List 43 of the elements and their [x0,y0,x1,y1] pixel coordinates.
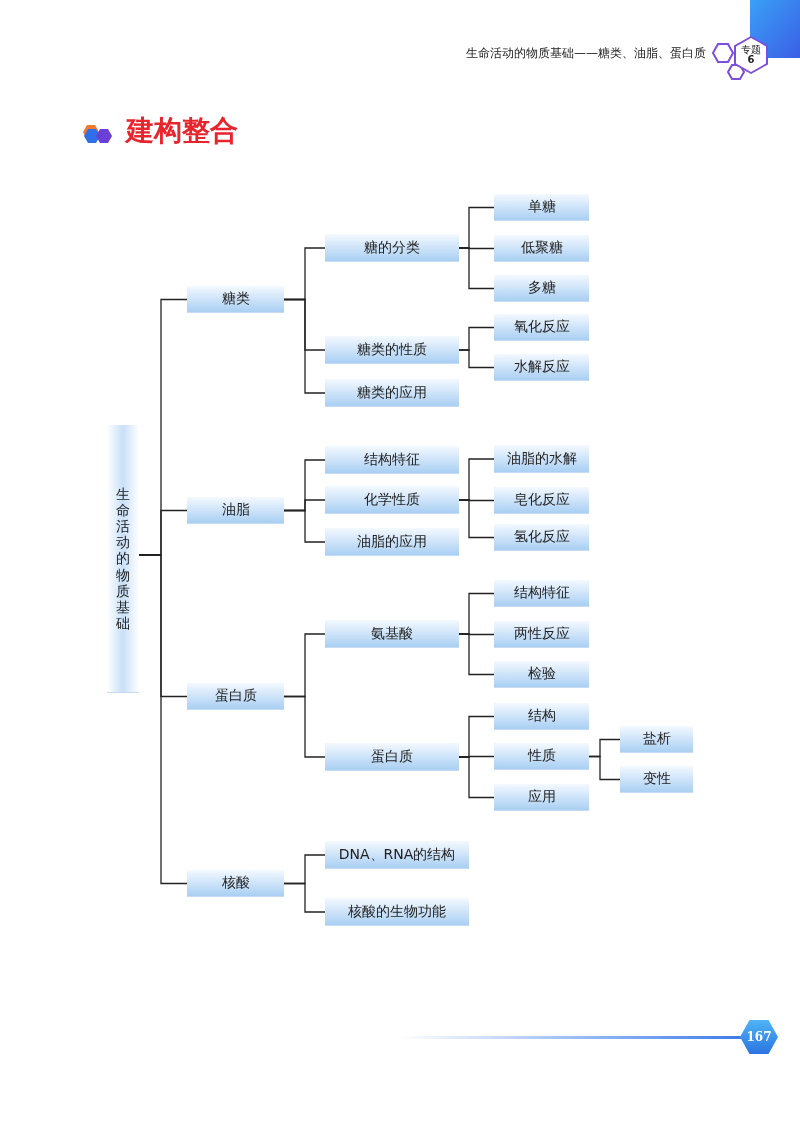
concept-box: 皂化反应 [494,487,589,514]
concept-box: 油脂的应用 [325,528,459,556]
connector-line [458,756,495,799]
concept-box: 糖类的性质 [325,336,459,364]
concept-box: 氨基酸 [325,620,459,648]
concept-box: 糖类 [187,286,284,313]
connector-line [588,755,621,781]
concept-box: 应用 [494,784,589,811]
concept-box: 盐析 [620,726,693,753]
concept-box: 多糖 [494,275,589,302]
concept-box: 核酸 [187,870,284,897]
concept-box: 结构 [494,703,589,730]
section-title: 建构整合 [126,113,238,149]
concept-box: 核酸的生物功能 [325,898,469,926]
concept-box: 单糖 [494,194,589,221]
concept-box: 变性 [620,766,693,793]
concept-box: 结构特征 [494,580,589,607]
connector-line [283,695,326,758]
concept-box: 蛋白质 [325,743,459,771]
concept-box: 油脂的水解 [494,445,589,473]
connector-line [283,509,326,543]
connector-line [283,298,326,394]
concept-box: 两性反应 [494,621,589,648]
concept-box: 氧化反应 [494,314,589,341]
connector-line [458,499,495,539]
concept-box: 油脂 [187,497,284,524]
connector-line [458,247,495,290]
concept-box: 化学性质 [325,486,459,514]
concept-box: 糖类的应用 [325,379,459,407]
concept-box: 性质 [494,743,589,770]
concept-box: 水解反应 [494,354,589,381]
header-text: 生命活动的物质基础——糖类、油脂、蛋白质 [466,45,706,62]
concept-box: 低聚糖 [494,235,589,262]
concept-box: 糖的分类 [325,234,459,262]
concept-box: 结构特征 [325,446,459,474]
concept-box: DNA、RNA的结构 [325,841,469,869]
root-box: 生命活动的物质基础 [107,425,139,693]
connector-line [283,882,326,913]
connector-line [458,349,495,369]
concept-box: 氢化反应 [494,524,589,551]
concept-box: 蛋白质 [187,683,284,710]
concept-box: 检验 [494,661,589,688]
connector-line [458,633,495,676]
